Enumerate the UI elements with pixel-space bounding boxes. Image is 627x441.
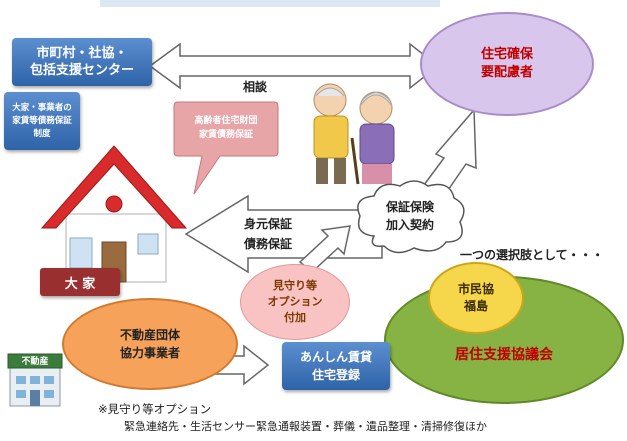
watch-option-line1: 見守り等	[273, 279, 317, 292]
housing-provider-line1: 住宅確保	[480, 47, 533, 62]
watch-option-line3: 付加	[284, 311, 306, 324]
council-label: 居住支援協議会	[455, 347, 553, 363]
insurance-contract-label: 保証保険 加入契約	[360, 190, 460, 242]
house-illustration	[40, 145, 188, 283]
municipality-line1: 市町村・社協・	[36, 46, 128, 61]
housing-provider-line2: 要配慮者	[480, 65, 533, 80]
real-estate-building-icon	[7, 353, 63, 407]
coop-ellipse: 市民協 福島	[428, 262, 524, 334]
insurance-contract-line2: 加入契約	[385, 218, 434, 232]
footnote-line2: 緊急連絡先・生活センサー緊急通報装置・葬儀・遺品整理・清掃修復ほか	[124, 420, 487, 433]
landlord-sign: 大 家	[40, 268, 120, 296]
watch-option-line2: オプション	[267, 295, 323, 308]
landlord-label: 大 家	[64, 276, 96, 292]
real-estate-sign-label: 不動産	[21, 356, 49, 367]
municipality-line2: 包括支援センター	[29, 63, 134, 78]
insurance-contract-cloud	[357, 180, 465, 254]
footnote: ※見守り等オプション 緊急連絡先・生活センサー緊急通報装置・葬儀・遺品整理・清掃…	[98, 400, 487, 436]
identity-guarantee-line2: 債務保証	[244, 237, 293, 251]
anshin-registration-box: あんしん賃貸 住宅登録	[282, 342, 390, 390]
real-estate-line2: 協力事業者	[119, 346, 180, 360]
real-estate-line1: 不動産団体	[119, 328, 180, 342]
elderly-couple-illustration	[313, 83, 395, 185]
anshin-line1: あんしん賃貸	[299, 350, 372, 364]
top-title-strip	[100, 0, 440, 7]
registration-arrow	[211, 344, 270, 386]
anshin-line2: 住宅登録	[311, 368, 360, 382]
watch-option-ellipse: 見守り等 オプション 付加	[240, 264, 350, 340]
elderly-guarantee-line2: 家賃債務保証	[198, 130, 253, 140]
coop-line1: 市民協	[457, 282, 494, 296]
elderly-guarantee-callout: 高齢者住宅財団 家賃債務保証	[174, 104, 278, 152]
landlord-guarantee-line1: 大家・事業者の	[12, 102, 72, 113]
consultation-label: 相談	[243, 80, 268, 94]
identity-guarantee-line1: 身元保証	[244, 217, 293, 231]
landlord-guarantee-line3: 制度	[33, 128, 51, 139]
choice-text: 一つの選択肢として・・・	[460, 248, 604, 262]
housing-provider-ellipse: 住宅確保 要配慮者	[420, 12, 594, 116]
elderly-guarantee-callout-shape	[173, 101, 279, 195]
coop-line2: 福島	[463, 299, 488, 313]
landlord-guarantee-line2: 家賃等債務保証	[12, 115, 72, 126]
insurance-contract-line1: 保証保険	[385, 200, 434, 214]
elderly-guarantee-line1: 高齢者住宅財団	[194, 116, 258, 126]
landlord-guarantee-box: 大家・事業者の 家賃等債務保証 制度	[4, 92, 80, 150]
municipality-box: 市町村・社協・ 包括支援センター	[12, 38, 152, 86]
identity-guarantee-text: 身元保証 債務保証	[244, 214, 292, 254]
footnote-line1: ※見守り等オプション	[98, 402, 212, 416]
real-estate-sign: 不動産	[8, 354, 62, 367]
real-estate-ellipse: 不動産団体 協力事業者	[62, 298, 238, 390]
